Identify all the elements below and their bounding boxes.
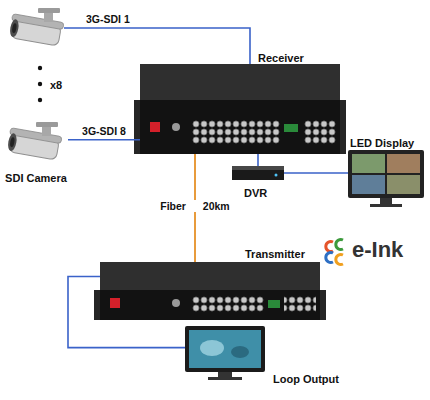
led-display: LED Display [348,150,424,208]
camera-icon [9,8,64,46]
status-light [275,174,278,177]
device-front [100,290,320,320]
power-switch [150,122,160,132]
dvr-box [232,166,284,180]
screen-image [231,346,249,358]
monitor-screen [189,330,261,368]
brand-logo: e-Ink [352,237,403,262]
bnc-connectors [304,120,336,144]
bnc-connectors [192,296,264,312]
display-view [387,175,420,194]
display-stand [380,198,392,204]
rack-ear [320,290,326,320]
rack-ear [340,100,346,154]
loop-cable [68,277,185,348]
device-label: LED Display [350,137,414,150]
edge-label: 3G-SDI 8 [81,125,127,137]
logo-mark [326,242,333,252]
optical-port [172,123,180,131]
edge-label: Fiber 20km [159,200,230,212]
device-label: Transmitter [245,248,305,261]
optical-port [172,299,180,307]
sdi-wire [64,28,250,64]
terminal-block [284,124,298,132]
monitor-stand [218,372,232,377]
ellipsis-dot [38,82,42,86]
power-switch [110,298,120,308]
logo-mark [326,253,333,263]
display-base [370,204,402,207]
logo-mark [336,240,343,250]
dvr-top [232,166,284,170]
display-view [352,154,385,173]
signal-name: 3G-SDI 1 [86,13,130,25]
display-bezel [348,150,424,198]
camera-icon [7,122,62,160]
video-cable [284,172,348,174]
device-label: Receiver [258,52,304,65]
device-label: Loop Output [273,373,339,386]
device-label: SDI Camera [4,172,68,185]
logo-mark [336,255,343,265]
device-top [140,64,340,100]
sdi-cable [68,139,140,141]
loop-monitor: Loop Output [185,326,265,380]
device-front [140,100,340,154]
bnc-connectors [284,296,316,312]
ellipsis-dot [38,98,42,102]
display-view [387,154,420,173]
monitor-base [208,377,242,380]
screen-image [200,340,224,356]
count-label: x8 [50,79,62,92]
receiver-unit: Receiver [140,64,340,154]
bnc-connectors [192,120,280,144]
video-cable [257,154,259,166]
dvr-recorder: DVR [232,166,284,180]
display-view [352,175,385,194]
ellipsis-dot [38,66,42,70]
monitor-bezel [185,326,265,372]
sdi-camera: SDI Camera [4,118,68,184]
rack-ear [94,290,100,320]
device-label: DVR [244,187,267,200]
terminal-block [268,300,280,308]
rack-ear [134,100,140,154]
transmitter-unit: Transmitter [100,262,320,320]
device-top [100,262,320,290]
